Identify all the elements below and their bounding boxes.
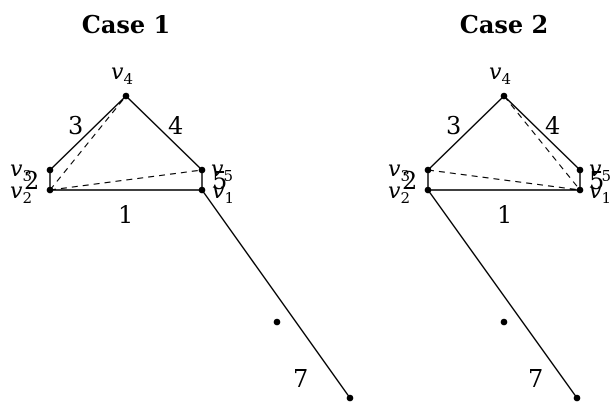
case1-vertex-tail-end xyxy=(346,394,354,402)
case1-edge-label-3: 3 xyxy=(68,112,83,140)
case1-vertex-v5 xyxy=(198,166,206,174)
case2-vertex-tail-mid xyxy=(500,318,508,326)
case2-vertex-tail-end xyxy=(573,394,581,402)
case2-dashed-v3-v1 xyxy=(427,169,581,191)
case2-vertex-v1 xyxy=(576,186,584,194)
case2-label-v2: v2 xyxy=(388,179,410,207)
case2-edge-label-7: 7 xyxy=(528,365,543,393)
case1-edge-label-2: 2 xyxy=(24,167,39,195)
case2-vertex-v3 xyxy=(424,166,432,174)
case2-edge-tail xyxy=(427,189,578,399)
case1-edge-label-5: 5 xyxy=(212,167,227,195)
case2-edge-v3-v4 xyxy=(427,95,505,171)
case2-vertex-v2 xyxy=(424,186,432,194)
case1-label-v1: v1 xyxy=(212,179,234,207)
case1-edge-label-4: 4 xyxy=(168,112,183,140)
case2-label-v3: v3 xyxy=(388,157,410,185)
case1-vertex-v1 xyxy=(198,186,206,194)
case1-label-v2: v2 xyxy=(10,179,32,207)
case1-vertex-v3 xyxy=(46,166,54,174)
case2-panel: Case 2 v4 v3 v5 v2 v1 3 4 2 5 1 7 xyxy=(388,10,610,402)
case1-panel: Case 1 v4 v3 v5 v2 v1 3 4 2 5 1 7 xyxy=(10,10,354,402)
case1-edge-tail xyxy=(201,189,351,399)
case2-vertex-v5 xyxy=(576,166,584,174)
case1-dashed-v2-v4 xyxy=(49,95,127,191)
case2-edge-v4-v5 xyxy=(503,95,581,171)
case2-edge-label-2: 2 xyxy=(402,167,417,195)
case1-edge-v4-v5 xyxy=(125,95,203,171)
case1-label-v3: v3 xyxy=(10,157,32,185)
case2-label-v5: v5 xyxy=(589,157,610,185)
case1-edge-label-1: 1 xyxy=(118,201,133,229)
case2-label-v4: v4 xyxy=(489,60,511,88)
case2-edge-label-1: 1 xyxy=(497,201,512,229)
case1-label-v4: v4 xyxy=(111,60,133,88)
case1-title: Case 1 xyxy=(82,10,171,39)
case2-vertex-v4 xyxy=(500,92,508,100)
case2-edge-label-3: 3 xyxy=(446,112,461,140)
case2-edge-label-4: 4 xyxy=(545,112,560,140)
case2-title: Case 2 xyxy=(460,10,549,39)
case2-dashed-v4-v1 xyxy=(503,95,581,191)
case1-dashed-v2-v5 xyxy=(49,169,203,191)
case2-label-v1: v1 xyxy=(589,179,610,207)
case1-label-v5: v5 xyxy=(211,157,233,185)
case1-edge-label-7: 7 xyxy=(293,365,308,393)
case1-vertex-v4 xyxy=(122,92,130,100)
case1-edge-v3-v4 xyxy=(49,95,127,171)
case1-vertex-v2 xyxy=(46,186,54,194)
case1-vertex-tail-mid xyxy=(273,318,281,326)
case2-edge-label-5: 5 xyxy=(589,167,604,195)
